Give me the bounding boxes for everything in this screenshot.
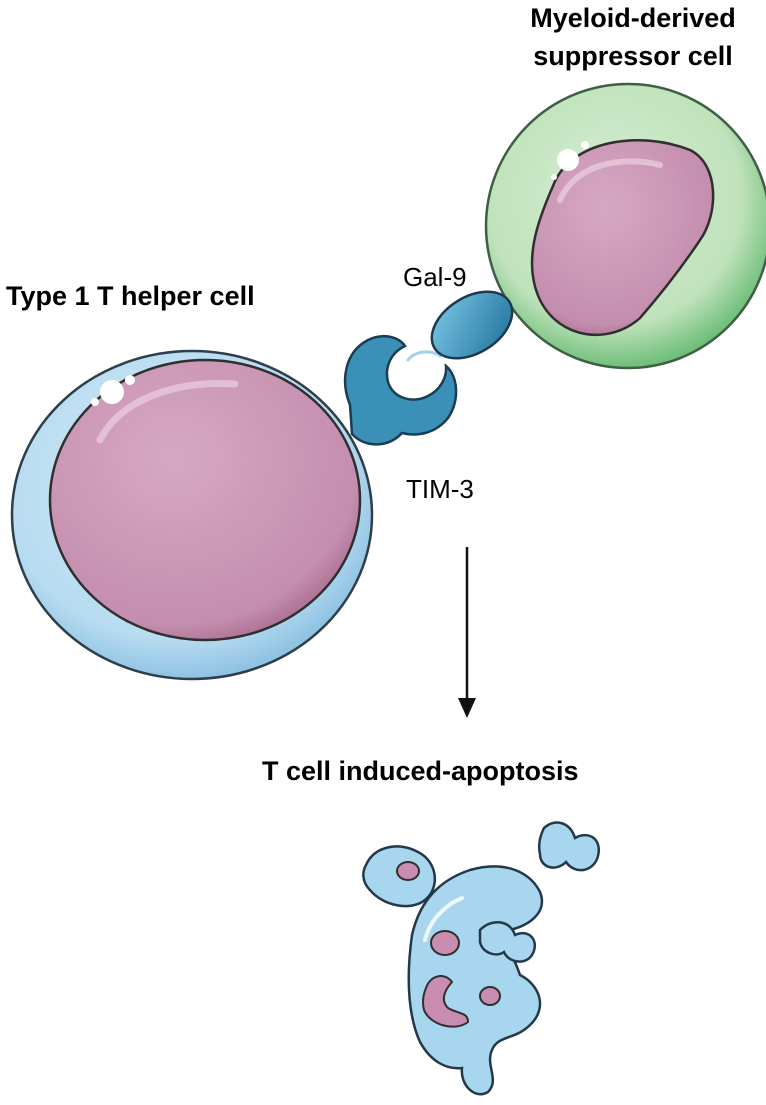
mdsc-highlight-dot-small [581,141,589,149]
downward-arrow [458,547,476,718]
th1-highlight-dot [100,380,124,404]
th1-label: Type 1 T helper cell [6,281,255,311]
apoptotic-fragment-1 [396,861,420,881]
th1-highlight-dot-tiny [91,398,99,406]
gal9-label: Gal-9 [403,262,467,292]
mdsc-highlight-dot [557,149,579,171]
apoptotic-cell [362,821,601,1096]
apoptotic-fragment-2 [430,930,460,956]
mdsc-label-line1: Myeloid-derived [530,3,736,33]
outcome-label: T cell induced-apoptosis [262,756,579,786]
mdsc-label-line2: suppressor cell [533,41,733,71]
th1-highlight-dot-small [125,375,135,385]
apoptotic-bleb-side [478,921,537,963]
th1-nucleus-highlight [96,380,239,444]
th1-cell [10,349,374,681]
tim3-receptor [343,334,458,446]
apoptotic-bleb-right [537,821,601,872]
apoptotic-fragment-4 [421,975,470,1028]
mdsc-nucleus-highlight [557,158,663,203]
apoptotic-fragment-3 [479,986,501,1006]
tim3-label: TIM-3 [406,474,474,504]
mdsc-highlight-dot-tiny [551,174,557,180]
gal9-ligand [430,290,514,360]
apoptotic-body [407,865,543,1096]
th1-nucleus [48,358,362,642]
mdsc-cell [484,82,766,370]
mdsc-nucleus [530,139,715,337]
